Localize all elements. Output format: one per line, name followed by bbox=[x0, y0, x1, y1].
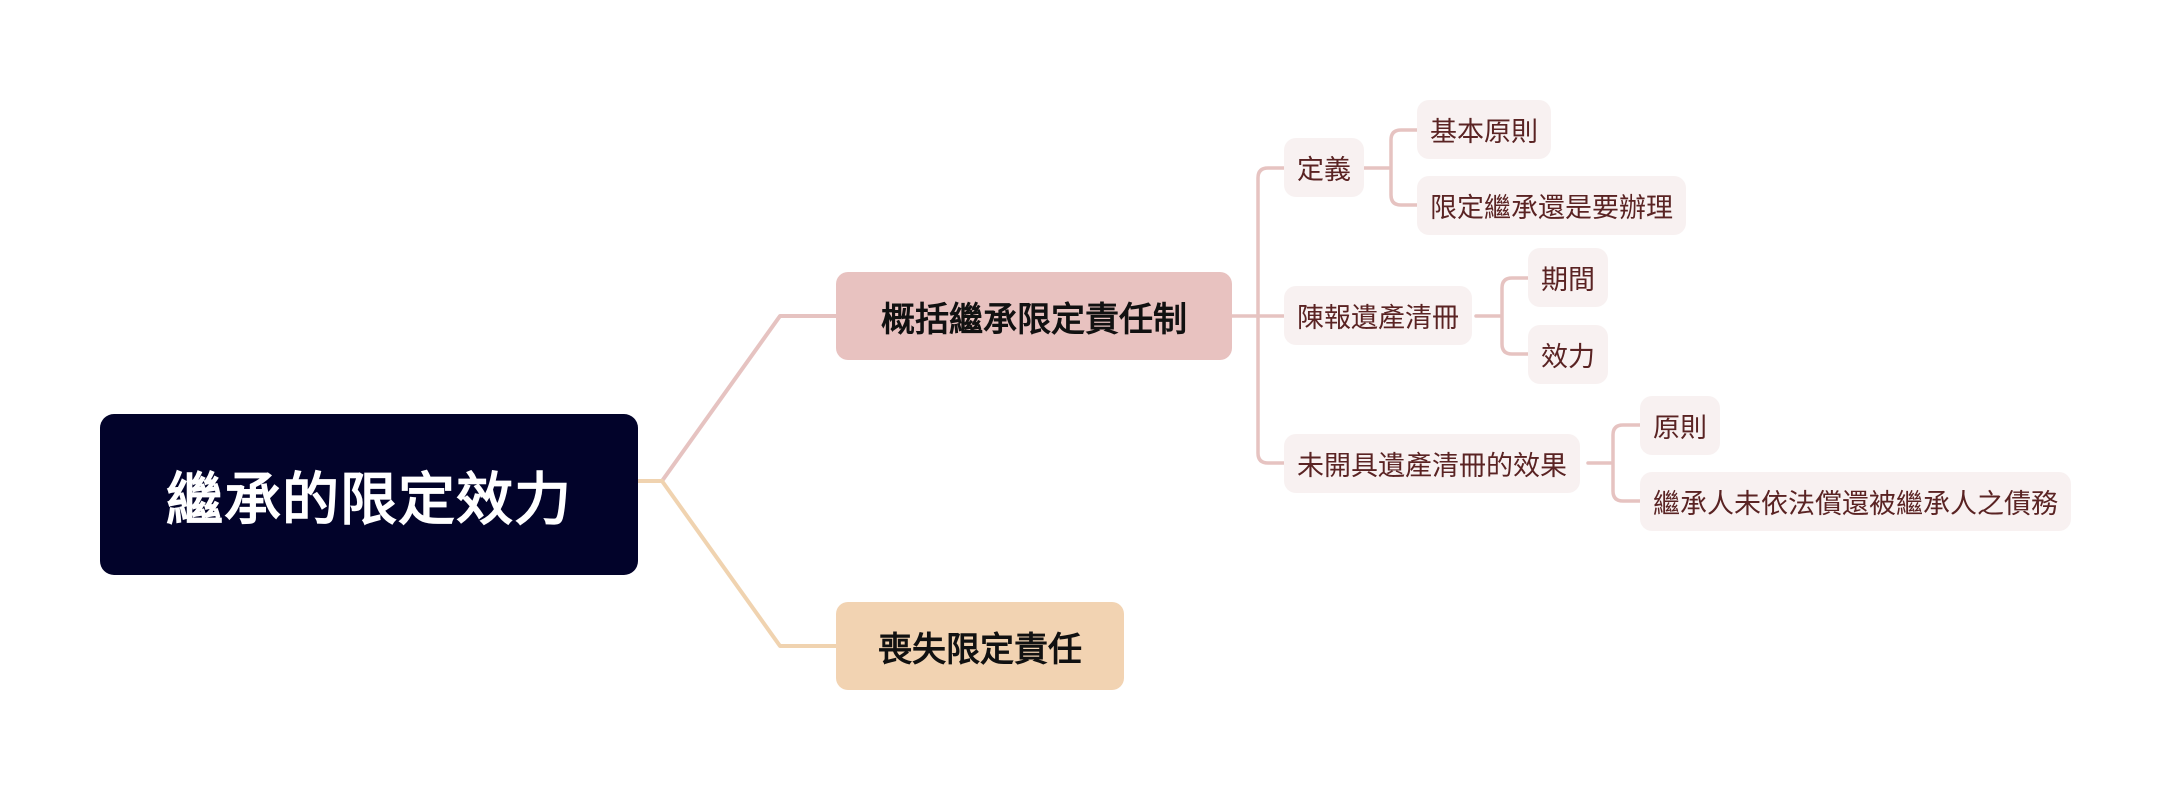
subtopic-effect[interactable]: 效力 bbox=[1528, 325, 1608, 384]
root-topic-label: 繼承的限定效力 bbox=[166, 466, 572, 533]
subtopic-basic-principle[interactable]: 基本原則 bbox=[1417, 100, 1551, 159]
main-topic-label: 概括繼承限定責任制 bbox=[881, 299, 1187, 340]
subtopic-label: 效力 bbox=[1541, 342, 1595, 373]
subtopic-label: 繼承人未依法償還被繼承人之債務 bbox=[1653, 489, 2058, 520]
subtopic-label: 陳報遺產清冊 bbox=[1297, 303, 1459, 334]
subtopic-label: 基本原則 bbox=[1430, 117, 1538, 148]
connector-branch-1-bracket bbox=[1256, 166, 1286, 465]
subtopic-still-must-process[interactable]: 限定繼承還是要辦理 bbox=[1417, 176, 1686, 235]
connector-root-to-branch-1 bbox=[660, 314, 838, 483]
subtopic-report-inventory[interactable]: 陳報遺產清冊 bbox=[1284, 286, 1472, 345]
subtopic-label: 定義 bbox=[1297, 155, 1351, 186]
root-topic[interactable]: 繼承的限定效力 bbox=[100, 414, 638, 575]
connector-root-to-branch-2 bbox=[660, 479, 838, 648]
subtopic-heir-unpaid-debts[interactable]: 繼承人未依法償還被繼承人之債務 bbox=[1640, 472, 2071, 531]
subtopic-label: 限定繼承還是要辦理 bbox=[1430, 193, 1673, 224]
subtopic-label: 期間 bbox=[1541, 265, 1595, 296]
connector-report-children bbox=[1474, 276, 1530, 356]
subtopic-no-inventory-effect[interactable]: 未開具遺產清冊的效果 bbox=[1284, 434, 1580, 493]
main-topic-general-limited-liability[interactable]: 概括繼承限定責任制 bbox=[836, 272, 1232, 360]
main-topic-label: 喪失限定責任 bbox=[878, 629, 1082, 670]
subtopic-principle[interactable]: 原則 bbox=[1640, 396, 1720, 455]
subtopic-label: 原則 bbox=[1653, 413, 1707, 444]
subtopic-definition[interactable]: 定義 bbox=[1284, 138, 1364, 197]
connector-noinventory-children bbox=[1586, 423, 1642, 503]
main-topic-lose-limited-liability[interactable]: 喪失限定責任 bbox=[836, 602, 1124, 690]
subtopic-label: 未開具遺產清冊的效果 bbox=[1297, 451, 1567, 482]
subtopic-period[interactable]: 期間 bbox=[1528, 248, 1608, 307]
connector-def-children bbox=[1362, 128, 1419, 207]
